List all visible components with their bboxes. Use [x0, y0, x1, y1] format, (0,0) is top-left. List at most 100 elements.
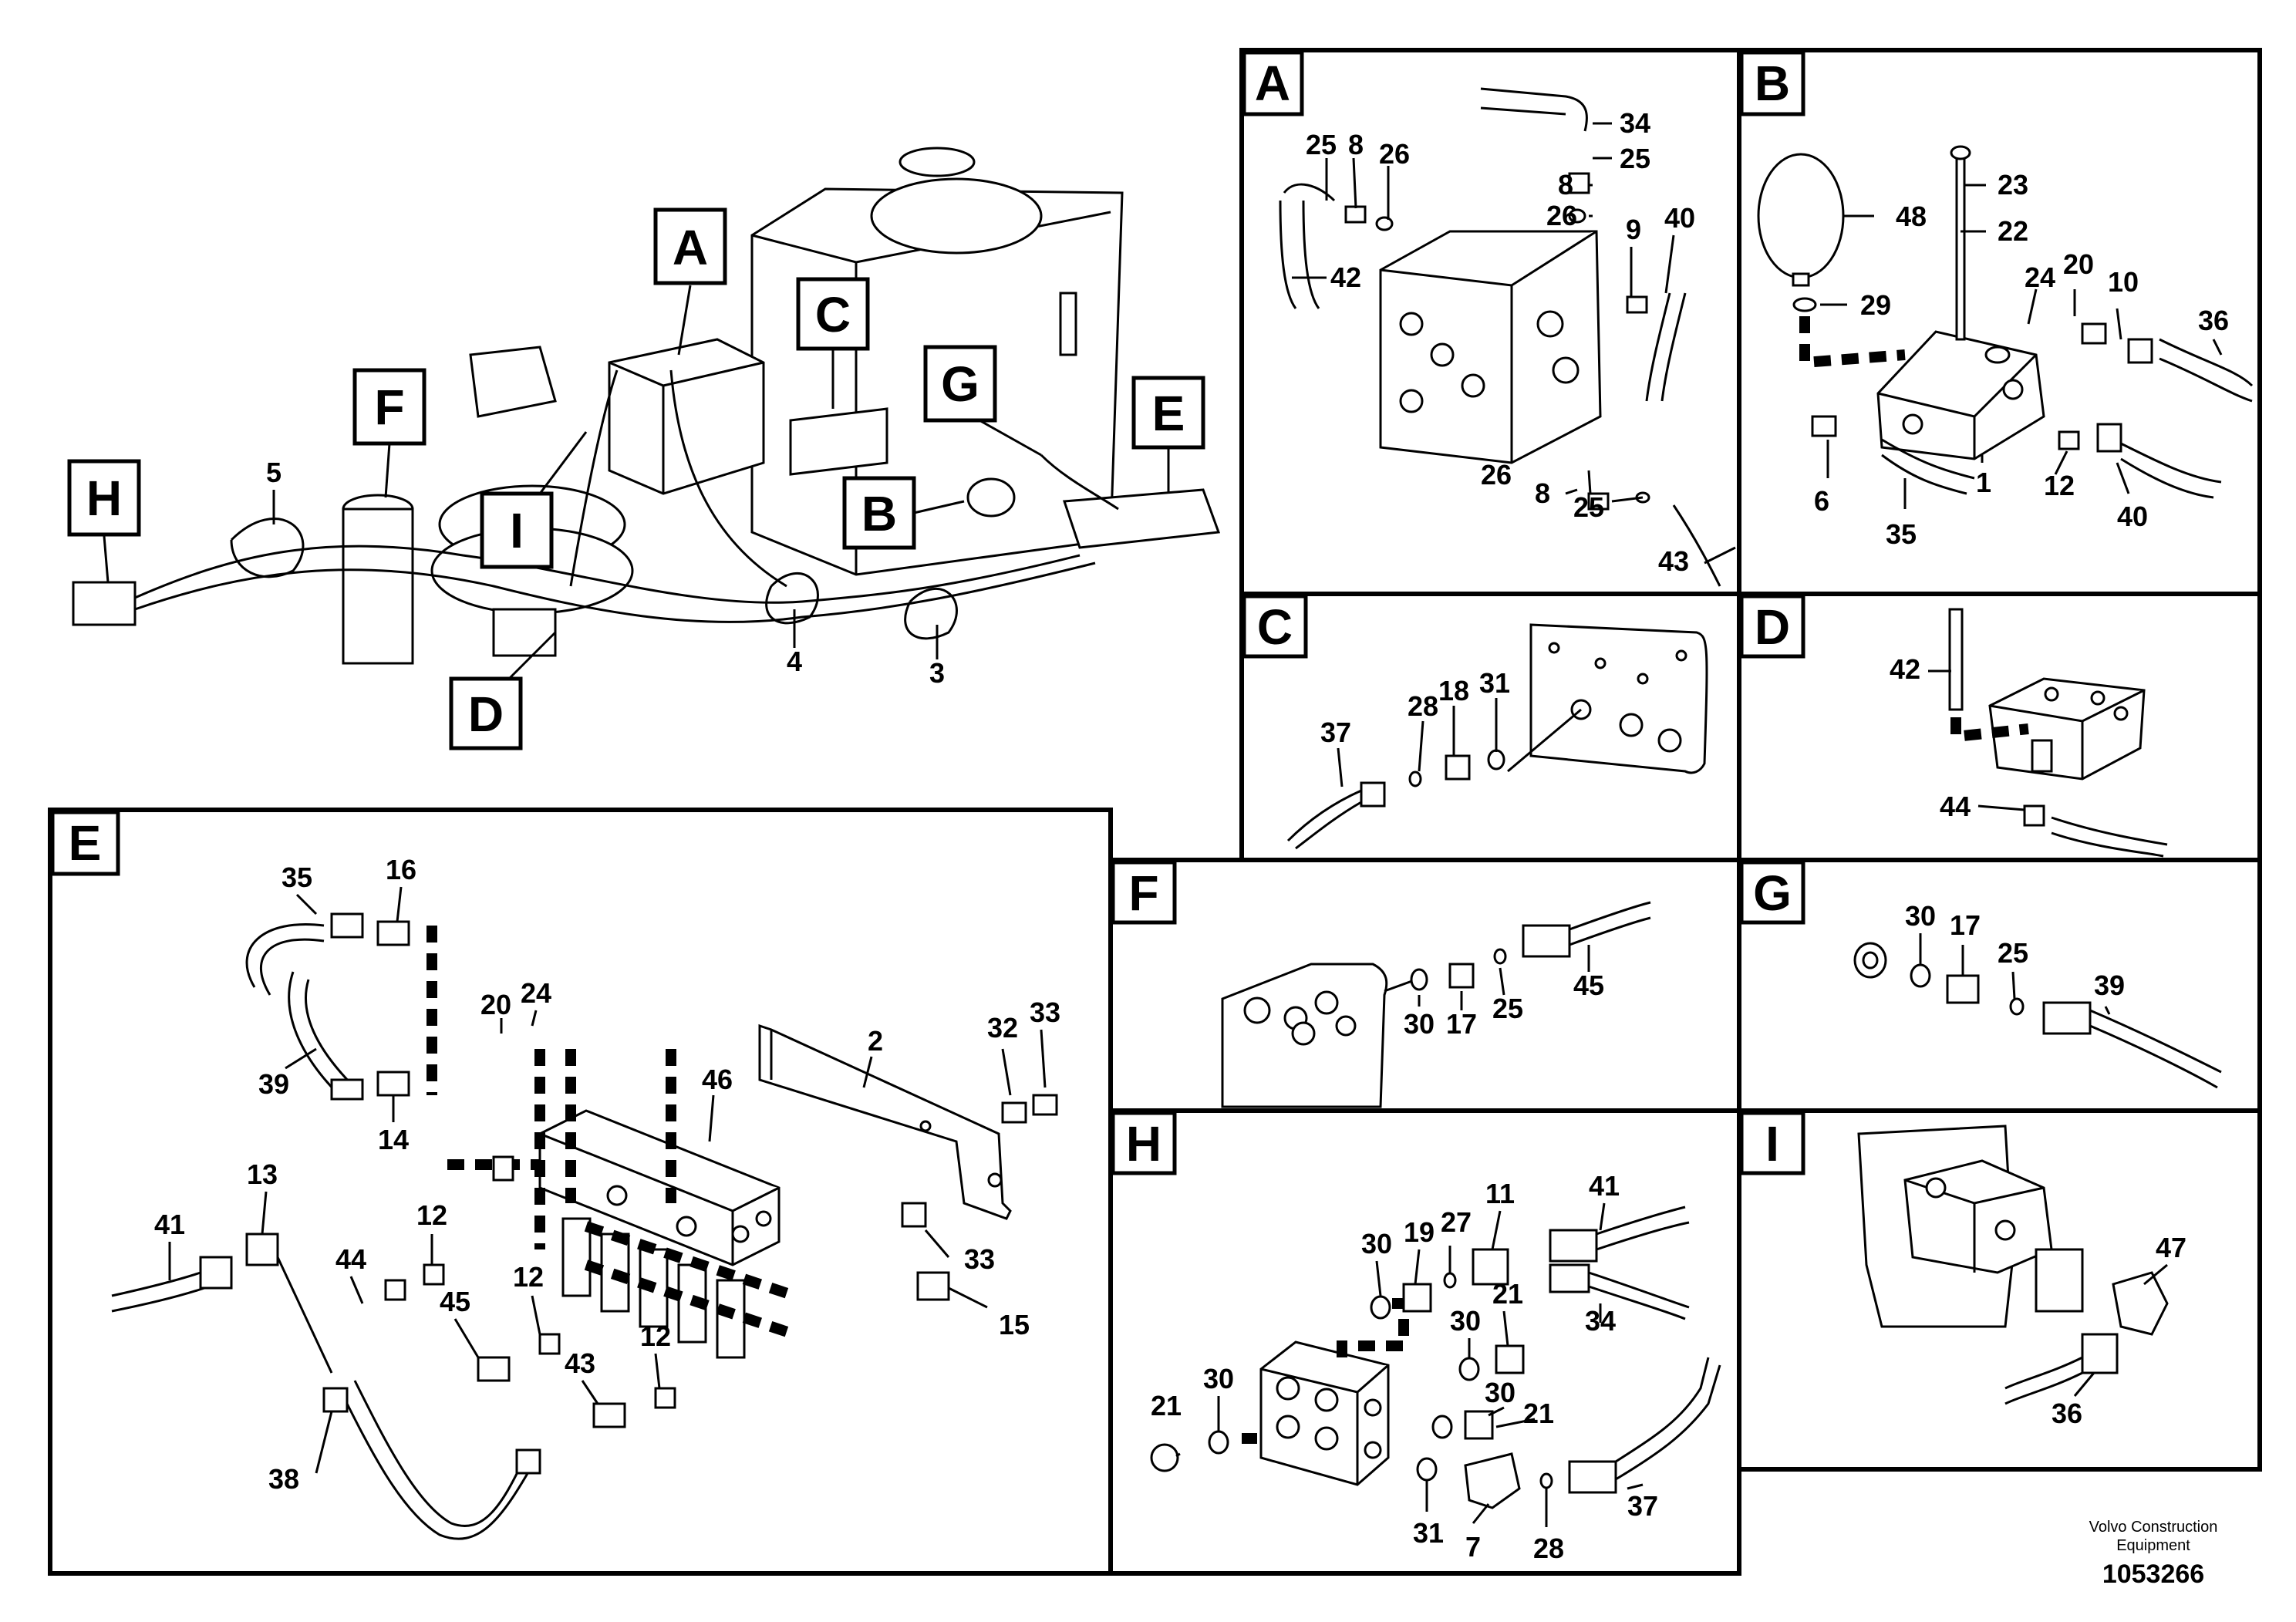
label-g-25: 25 [1998, 937, 2028, 969]
label-h-19: 19 [1404, 1216, 1435, 1248]
svg-text:C: C [815, 287, 851, 342]
label-b-24: 24 [2025, 261, 2055, 293]
label-e-46: 46 [702, 1064, 733, 1095]
label-e-43: 43 [565, 1347, 595, 1379]
panel-d: D 42 44 [1737, 592, 2262, 862]
label-h-21c: 21 [1523, 1398, 1554, 1429]
label-a-26: 26 [1379, 138, 1410, 170]
label-e-12a: 12 [416, 1199, 447, 1231]
panel-b: B 48 23 22 24 2 [1737, 48, 2262, 596]
label-h-7: 7 [1465, 1531, 1481, 1563]
label-a-26c: 26 [1481, 459, 1512, 491]
label-h-34: 34 [1585, 1305, 1616, 1337]
label-h-30b: 30 [1450, 1305, 1481, 1337]
svg-text:G: G [1753, 865, 1792, 921]
label-b-40: 40 [2117, 501, 2148, 532]
overview-tag-g: G [923, 345, 997, 423]
label-h-11: 11 [1485, 1178, 1515, 1209]
label-h-30a: 30 [1203, 1363, 1234, 1394]
svg-text:G: G [941, 356, 979, 412]
brand-line-2: Equipment [2116, 1537, 2190, 1554]
label-i-47: 47 [2156, 1232, 2186, 1263]
label-h-30c: 30 [1485, 1377, 1515, 1408]
label-e-33b: 33 [964, 1243, 995, 1275]
label-g-39: 39 [2094, 969, 2125, 1001]
label-a-26b: 26 [1546, 200, 1577, 231]
label-a-25: 25 [1306, 129, 1337, 160]
overview-tag-d: D [449, 676, 523, 750]
svg-text:C: C [1257, 599, 1293, 655]
svg-text:B: B [861, 486, 897, 541]
svg-text:E: E [69, 815, 102, 871]
label-b-6: 6 [1814, 485, 1829, 517]
overview-tag-e: E [1131, 376, 1205, 450]
label-h-21b: 21 [1492, 1278, 1523, 1310]
label-f-30: 30 [1404, 1008, 1435, 1040]
label-e-41: 41 [154, 1209, 185, 1240]
overview-part-3: 3 [929, 657, 945, 689]
svg-text:H: H [1126, 1116, 1161, 1172]
panel-g: G 30 17 25 39 [1737, 858, 2262, 1113]
label-e-39: 39 [258, 1068, 289, 1100]
overview-tag-a: A [653, 207, 727, 285]
label-e-24: 24 [521, 977, 551, 1009]
label-b-20: 20 [2063, 248, 2094, 280]
label-e-16: 16 [386, 854, 416, 885]
label-e-14: 14 [378, 1124, 409, 1155]
svg-text:B: B [1755, 56, 1790, 111]
label-b-1: 1 [1976, 467, 1991, 498]
label-h-21: 21 [1151, 1390, 1182, 1421]
svg-text:H: H [86, 470, 122, 526]
label-h-27: 27 [1441, 1206, 1472, 1238]
label-e-35: 35 [282, 862, 312, 893]
brand-line-1: Volvo Construction [2089, 1519, 2218, 1536]
svg-text:F: F [1128, 865, 1158, 921]
label-g-17: 17 [1950, 909, 1981, 941]
label-h-41: 41 [1589, 1170, 1620, 1202]
panel-f: F 30 17 25 45 [1108, 858, 1741, 1113]
svg-text:I: I [1765, 1116, 1779, 1172]
label-e-32: 32 [987, 1012, 1018, 1044]
label-a-25c: 25 [1573, 491, 1604, 523]
svg-text:F: F [374, 379, 404, 435]
label-h-30: 30 [1361, 1228, 1392, 1259]
overview-part-4: 4 [787, 646, 802, 677]
label-b-23: 23 [1998, 169, 2028, 201]
overview-tag-f: F [352, 368, 426, 446]
label-e-13: 13 [247, 1158, 278, 1190]
label-b-36: 36 [2198, 305, 2229, 336]
label-e-45: 45 [440, 1286, 470, 1317]
label-f-45: 45 [1573, 969, 1604, 1001]
label-a-9: 9 [1626, 214, 1641, 245]
overview-tag-b: B [842, 476, 916, 550]
label-b-12: 12 [2044, 470, 2075, 501]
svg-text:E: E [1152, 386, 1185, 441]
label-b-48: 48 [1896, 201, 1927, 232]
label-e-44: 44 [335, 1243, 366, 1275]
label-i-36: 36 [2052, 1398, 2082, 1429]
label-e-20: 20 [480, 989, 511, 1020]
label-e-38: 38 [268, 1463, 299, 1495]
label-a-8c: 8 [1535, 477, 1550, 509]
overview-tag-c: C [796, 277, 870, 351]
label-e-15: 15 [999, 1309, 1030, 1340]
overview-tag-i: I [480, 491, 554, 569]
label-c-18: 18 [1438, 675, 1469, 706]
label-a-40: 40 [1664, 202, 1695, 234]
svg-text:D: D [1755, 599, 1790, 655]
overview-part-5: 5 [266, 457, 282, 488]
label-a-34: 34 [1620, 107, 1650, 139]
label-a-8: 8 [1348, 129, 1364, 160]
panel-c: C 37 28 18 31 [1239, 592, 1741, 862]
label-c-31: 31 [1479, 667, 1510, 699]
label-f-17: 17 [1446, 1008, 1477, 1040]
label-a-25b: 25 [1620, 143, 1650, 174]
label-h-28: 28 [1533, 1533, 1564, 1564]
label-f-25: 25 [1492, 993, 1523, 1024]
label-b-29: 29 [1860, 289, 1891, 321]
label-b-10: 10 [2108, 266, 2139, 298]
label-d-42: 42 [1890, 653, 1920, 685]
label-e-12c: 12 [640, 1320, 671, 1352]
label-e-2: 2 [868, 1025, 883, 1057]
